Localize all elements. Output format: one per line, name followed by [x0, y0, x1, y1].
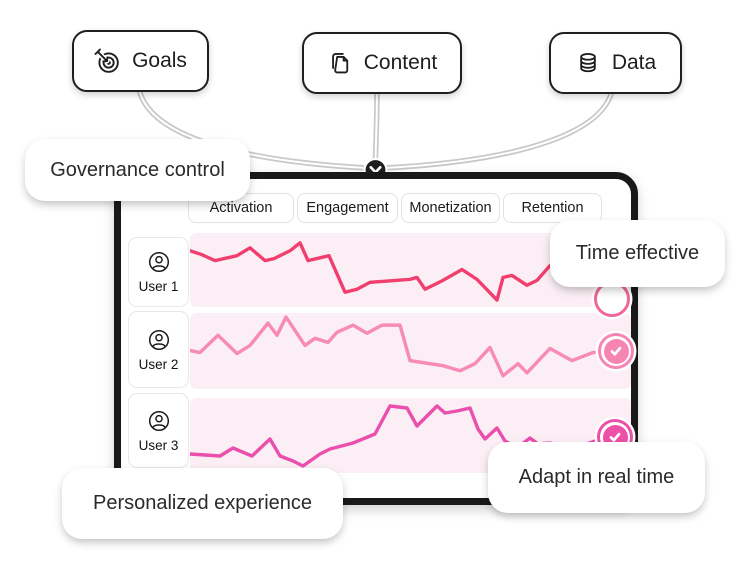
user-label: User 2: [138, 356, 179, 372]
target-icon: [94, 48, 119, 73]
tab-label: Retention: [521, 200, 584, 216]
user-icon: [148, 329, 169, 350]
flow-chip-content[interactable]: Content: [302, 32, 462, 94]
user-label: User 1: [138, 279, 179, 294]
user-cell-2: User 2: [128, 311, 189, 388]
tab-engagement[interactable]: Engagement: [297, 193, 398, 223]
user-cell-3: User 3: [128, 393, 189, 468]
sparkline-user1: [190, 241, 614, 302]
flow-chip-label: Content: [363, 51, 438, 74]
tab-label: Engagement: [306, 200, 389, 216]
database-icon: [580, 52, 596, 73]
callout-label: Governance control: [50, 158, 225, 181]
sparkline-user2: [190, 315, 619, 378]
check-badge-user2: [598, 333, 634, 369]
flow-chip-goals[interactable]: Goals: [72, 30, 209, 92]
callout-time-effective: Time effective: [555, 225, 720, 282]
callout-governance-control: Governance control: [30, 144, 245, 196]
callout-label: Personalized experience: [92, 492, 313, 514]
flow-chip-data[interactable]: Data: [549, 32, 682, 94]
callout-adapt-in-real-time: Adapt in real time: [493, 447, 700, 508]
tab-retention[interactable]: Retention: [503, 193, 602, 223]
dashboard-panel: Activation Engagement Monetization Reten…: [114, 172, 638, 505]
pages-icon: [331, 52, 348, 74]
tab-monetization[interactable]: Monetization: [401, 193, 500, 223]
check-icon: [610, 346, 622, 356]
user-label: User 3: [138, 437, 179, 453]
callout-personalized-experience: Personalized experience: [67, 473, 338, 534]
check-icon: [609, 432, 621, 442]
tab-bar: Activation Engagement Monetization Reten…: [188, 193, 602, 223]
callout-label: Adapt in real time: [518, 466, 675, 488]
sparkline-user3: [190, 404, 617, 468]
sparkline-strip-user2: [190, 313, 631, 389]
tab-activation[interactable]: Activation: [188, 193, 294, 223]
tab-label: Monetization: [409, 200, 492, 216]
flow-chip-label: Goals: [132, 49, 187, 72]
tab-label: Activation: [209, 200, 273, 216]
user-cell-1: User 1: [128, 237, 189, 307]
user-icon: [148, 410, 169, 431]
callout-label: Time effective: [575, 242, 700, 264]
flow-chip-label: Data: [611, 51, 657, 74]
user-icon: [148, 251, 169, 273]
check-badge-user1: [594, 281, 630, 317]
